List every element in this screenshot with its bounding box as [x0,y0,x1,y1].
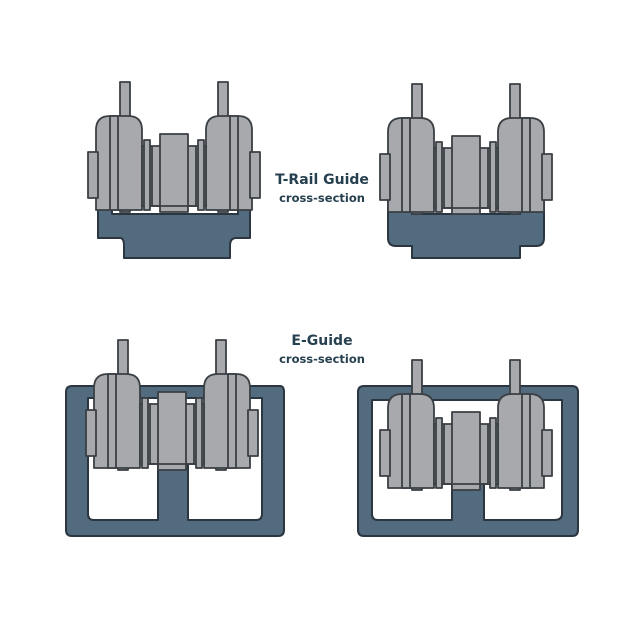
t-rail-subtitle: cross-section [279,191,365,205]
e-guide-subtitle: cross-section [279,352,365,366]
roller-assembly-t-left [87,81,261,213]
e-guide-right [357,359,579,537]
t-rail-guide-right [379,83,553,259]
e-guide-left [65,339,285,537]
t-rail-title: T-Rail Guide [275,172,369,188]
roller-assembly-t-right [379,83,553,215]
e-guide-label: E-Guide cross-section [279,333,365,366]
t-rail-label: T-Rail Guide cross-section [275,172,369,205]
roller-assembly-e-right [379,359,553,491]
e-guide-profile-left [65,385,285,537]
roller-assembly-e-left [85,339,259,471]
t-rail-guide-left [87,81,261,259]
e-guide-title: E-Guide [291,333,352,349]
